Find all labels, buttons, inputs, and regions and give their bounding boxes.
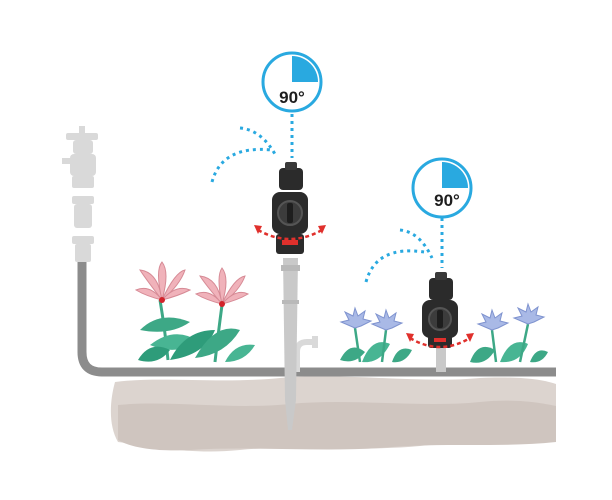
flower-icon (134, 261, 255, 363)
sprinkler-head-icon (272, 162, 308, 254)
angle-badge: 90° (411, 157, 473, 219)
soil-ground (110, 376, 556, 452)
flower-icon (339, 302, 548, 363)
spray-arc-icon (364, 218, 444, 283)
right-sprinkler: 90° (364, 157, 474, 349)
rotation-arrow-icon (254, 225, 326, 241)
angle-label: 90° (434, 191, 460, 210)
angle-badge: 90° (261, 51, 323, 113)
angle-label: 90° (279, 88, 305, 107)
left-sprinkler: 90° (210, 51, 326, 254)
hose-connector-icon (72, 196, 94, 262)
sprinkler-stake-left (281, 258, 300, 430)
rotation-arrow-icon (406, 333, 474, 349)
faucet-icon (62, 126, 98, 188)
water-pipe (77, 262, 556, 377)
sprinkler-riser-right (436, 346, 446, 372)
spray-arc-icon (210, 114, 294, 183)
sprinkler-head-icon (422, 272, 458, 348)
